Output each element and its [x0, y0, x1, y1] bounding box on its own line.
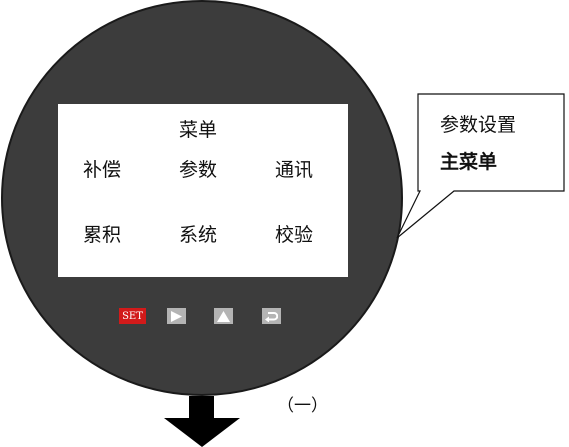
- lcd-menu-title: 菜单: [179, 119, 218, 141]
- lcd-screen: [58, 104, 348, 277]
- callout-bubble: [396, 93, 565, 239]
- lcd-menu-item-parameters[interactable]: 参数: [179, 159, 218, 181]
- lcd-menu-item-calibration[interactable]: 校验: [275, 224, 314, 246]
- up-arrow-icon: [217, 310, 230, 322]
- lcd-menu-item-compensation[interactable]: 补偿: [83, 159, 122, 181]
- lcd-menu-item-system[interactable]: 系统: [179, 224, 218, 246]
- lcd-menu-item-accumulation[interactable]: 累积: [83, 224, 122, 246]
- right-arrow-icon: [171, 310, 182, 322]
- set-button[interactable]: SET: [119, 308, 146, 324]
- set-button-label: SET: [122, 310, 143, 322]
- return-icon: [265, 311, 278, 322]
- callout-line-1: 参数设置: [440, 114, 517, 136]
- callout-line-2: 主菜单: [440, 151, 498, 173]
- up-arrow-button[interactable]: [214, 308, 233, 324]
- lcd-menu-item-communication[interactable]: 通讯: [275, 159, 314, 181]
- return-button[interactable]: [262, 308, 281, 324]
- figure-label: （一）: [277, 396, 328, 416]
- right-arrow-button[interactable]: [167, 308, 186, 324]
- down-arrow-icon: [164, 396, 240, 447]
